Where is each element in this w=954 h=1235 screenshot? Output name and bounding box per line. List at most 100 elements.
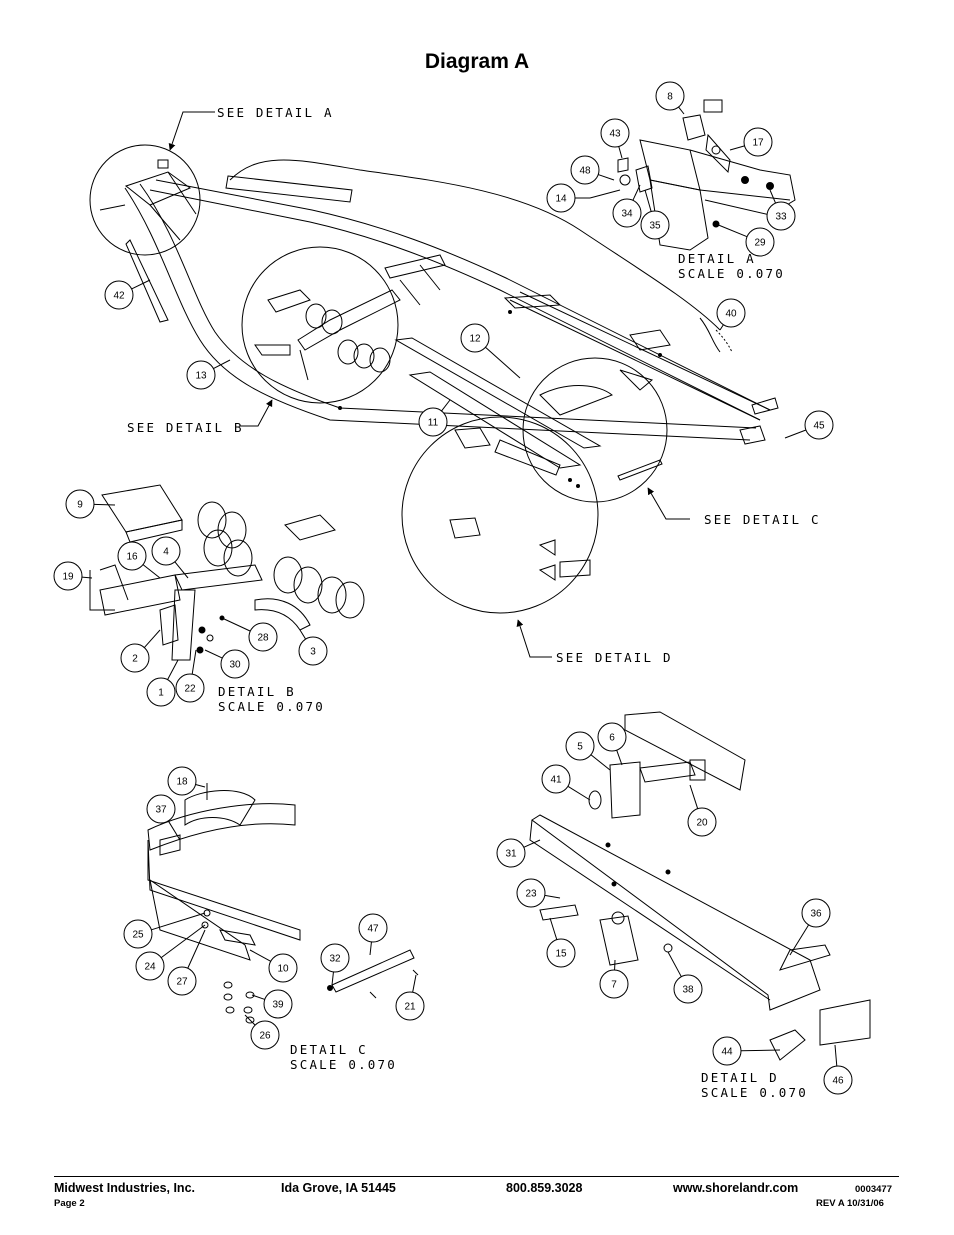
balloon-circle bbox=[565, 731, 595, 761]
leader-line bbox=[715, 223, 748, 238]
footer-website: www.shorelandr.com bbox=[673, 1181, 799, 1195]
leader-line bbox=[251, 994, 265, 1000]
part-number: 24 bbox=[144, 962, 156, 973]
part-number: 48 bbox=[579, 166, 591, 177]
part-number: 3 bbox=[310, 647, 316, 658]
balloon-circle bbox=[268, 953, 298, 983]
part-number: 38 bbox=[682, 985, 694, 996]
part-number: 9 bbox=[77, 500, 83, 511]
page-title: Diagram A bbox=[424, 50, 530, 73]
part-number: 30 bbox=[229, 660, 241, 671]
leader-line bbox=[485, 346, 521, 379]
footer-page: Page 2 bbox=[54, 1198, 85, 1209]
part-number: 40 bbox=[725, 309, 737, 320]
part-balloon-37: 37 bbox=[146, 794, 181, 841]
part-number: 11 bbox=[428, 418, 439, 429]
balloon-circle bbox=[146, 677, 176, 707]
see-detail-c-label: SEE DETAIL C bbox=[704, 512, 821, 527]
balloon-circle bbox=[801, 898, 831, 928]
detail-a-inset-parts bbox=[99, 159, 197, 323]
leader-line bbox=[191, 649, 197, 675]
part-number: 32 bbox=[329, 954, 341, 965]
part-number: 23 bbox=[525, 889, 537, 900]
part-number: 44 bbox=[721, 1047, 733, 1058]
leader-line bbox=[142, 564, 161, 579]
leader-line bbox=[160, 924, 206, 959]
leader-line bbox=[598, 174, 615, 181]
balloon-circle bbox=[745, 227, 775, 257]
balloon-circle bbox=[135, 951, 165, 981]
detail-a-scale: SCALE 0.070 bbox=[678, 266, 785, 281]
part-number: 12 bbox=[469, 334, 481, 345]
leader-line bbox=[331, 971, 334, 986]
part-number: 45 bbox=[813, 421, 825, 432]
leader-line bbox=[784, 429, 807, 439]
part-balloon-19: 19 bbox=[53, 561, 93, 591]
leader-line bbox=[204, 649, 223, 659]
leader-line bbox=[616, 750, 623, 766]
part-balloon-45: 45 bbox=[784, 410, 834, 440]
leader-line bbox=[441, 399, 451, 412]
part-balloon-6: 6 bbox=[597, 722, 627, 766]
part-number: 4 bbox=[163, 547, 169, 558]
balloon-circle bbox=[248, 622, 278, 652]
detail-b-circle bbox=[241, 246, 399, 404]
balloon-circle bbox=[496, 838, 526, 868]
balloon-circle bbox=[460, 323, 490, 353]
balloon-circle bbox=[516, 878, 546, 908]
part-balloon-11: 11 bbox=[418, 399, 451, 437]
part-balloon-46: 46 bbox=[823, 1044, 853, 1095]
leader-line bbox=[789, 924, 810, 956]
footer-phone: 800.859.3028 bbox=[506, 1181, 583, 1195]
part-balloon-36: 36 bbox=[789, 898, 831, 956]
part-balloon-47: 47 bbox=[358, 913, 388, 956]
part-balloon-40: 40 bbox=[716, 298, 746, 331]
leader-line bbox=[93, 503, 116, 506]
part-balloon-48: 48 bbox=[570, 155, 615, 185]
part-number: 21 bbox=[404, 1002, 416, 1013]
part-number: 15 bbox=[555, 949, 567, 960]
leader-line bbox=[678, 106, 685, 115]
part-balloon-2: 2 bbox=[120, 629, 161, 673]
part-balloon-28: 28 bbox=[221, 617, 278, 652]
balloon-circle bbox=[167, 766, 197, 796]
balloon-circle bbox=[104, 280, 134, 310]
leader-line bbox=[369, 941, 372, 956]
leader-line bbox=[167, 659, 179, 680]
balloon-circle bbox=[823, 1065, 853, 1095]
balloon-circle bbox=[250, 1020, 280, 1050]
detail-c-title: DETAIL C bbox=[290, 1042, 368, 1057]
part-number: 34 bbox=[621, 209, 633, 220]
part-number: 2 bbox=[132, 654, 138, 665]
part-number: 6 bbox=[609, 733, 615, 744]
leader-line bbox=[549, 917, 558, 940]
part-balloon-33: 33 bbox=[766, 189, 796, 231]
leader-line bbox=[834, 1044, 838, 1067]
part-balloon-17: 17 bbox=[729, 127, 773, 157]
part-balloon-13: 13 bbox=[186, 359, 231, 390]
detail-d-scale: SCALE 0.070 bbox=[701, 1085, 808, 1100]
leader-line bbox=[299, 629, 307, 640]
balloon-circle bbox=[612, 198, 642, 228]
balloon-circle bbox=[358, 913, 388, 943]
detail-a-assembly bbox=[589, 99, 796, 251]
part-number: 8 bbox=[667, 92, 673, 103]
part-number: 35 bbox=[649, 221, 661, 232]
part-balloon-16: 16 bbox=[117, 541, 161, 579]
detail-a-title: DETAIL A bbox=[678, 251, 756, 266]
balloon-circle bbox=[655, 81, 685, 111]
part-number: 31 bbox=[505, 849, 517, 860]
part-number: 16 bbox=[126, 552, 138, 563]
balloon-circle bbox=[712, 1036, 742, 1066]
balloon-circle bbox=[167, 966, 197, 996]
part-balloon-23: 23 bbox=[516, 878, 561, 908]
part-balloon-4: 4 bbox=[151, 536, 189, 579]
part-number: 20 bbox=[696, 818, 708, 829]
leader-line bbox=[244, 1014, 256, 1026]
leader-line bbox=[689, 784, 699, 809]
balloon-circle bbox=[186, 360, 216, 390]
leader-line bbox=[719, 324, 724, 331]
part-balloon-7: 7 bbox=[599, 959, 629, 999]
leader-line bbox=[221, 617, 251, 632]
part-balloon-3: 3 bbox=[298, 629, 328, 666]
